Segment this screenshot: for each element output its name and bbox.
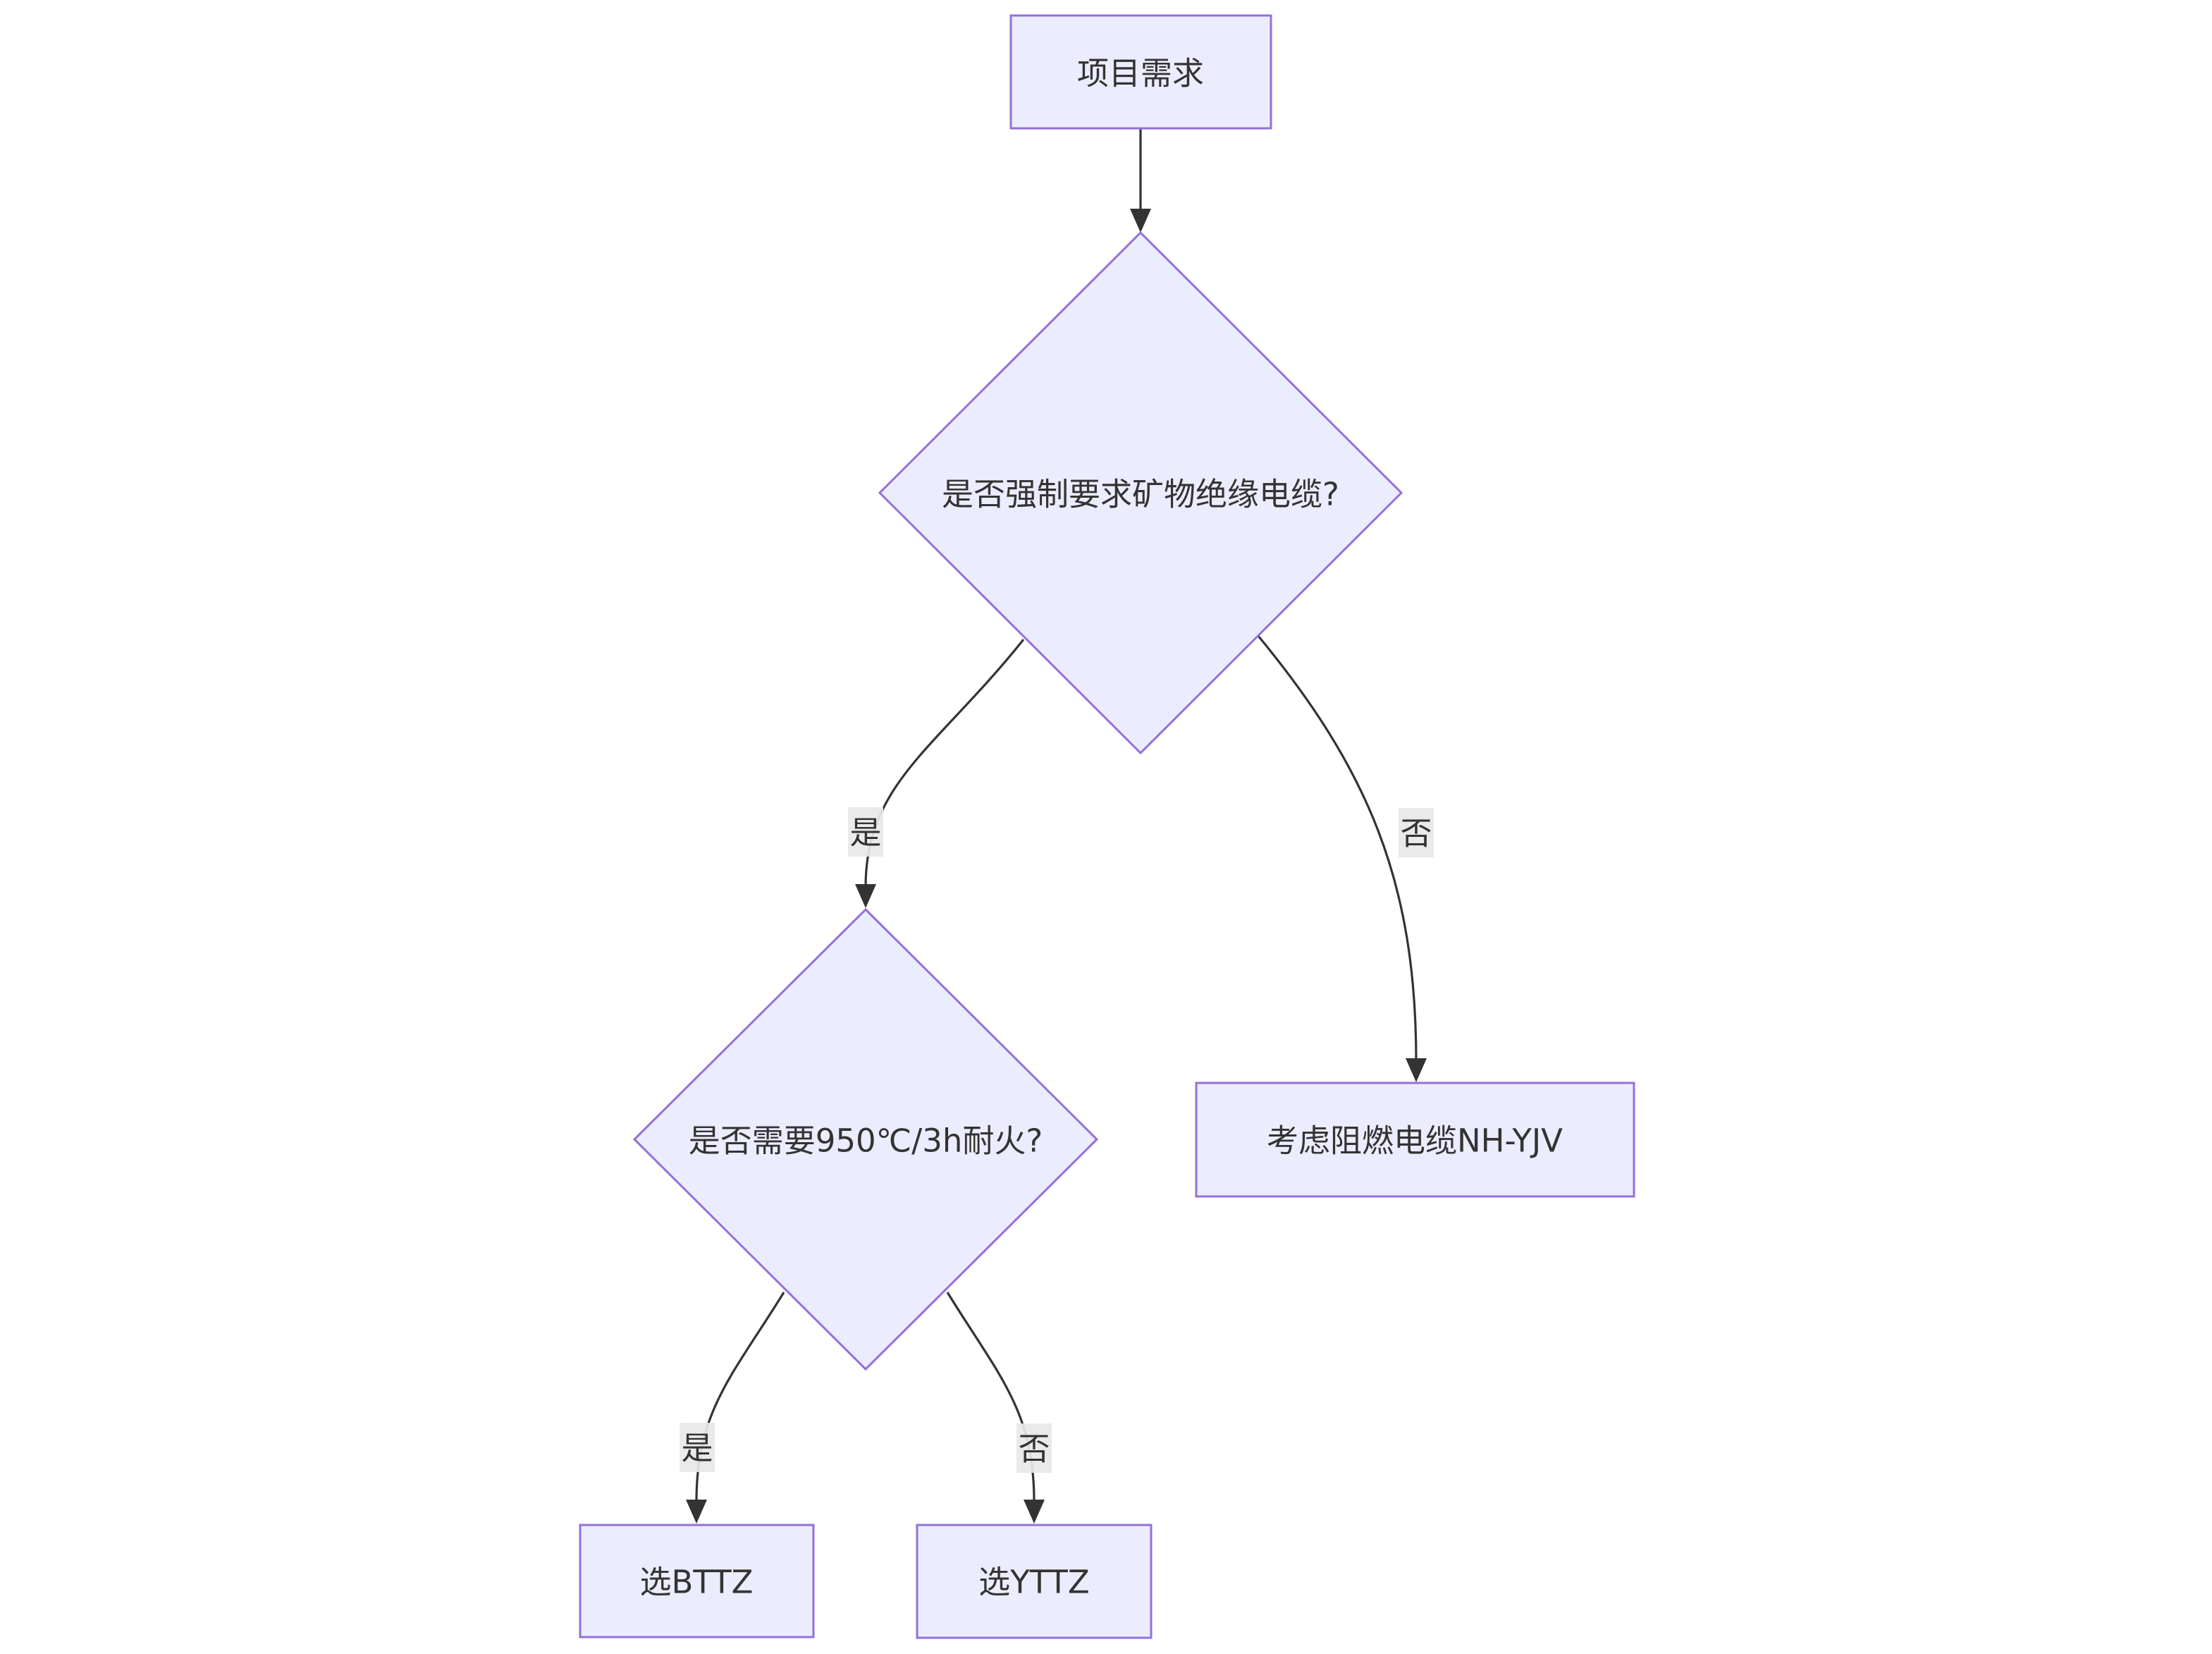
edge-label-background [1399, 808, 1434, 857]
node-result-yttz-label: 选YTTZ [978, 1564, 1090, 1601]
node-result-bttz-label: 选BTTZ [640, 1564, 754, 1601]
node-project-requirements-shape [1009, 14, 1272, 130]
edge-label-background [848, 807, 883, 857]
node-result-bttz: 选BTTZ [579, 1524, 815, 1638]
edge-label-decision-mineral-no: 否 [1399, 808, 1434, 857]
node-result-nh-yjv-label: 考虑阻燃电缆NH-YJV [1267, 1122, 1563, 1160]
node-project-requirements-label: 项目需求 [1077, 55, 1204, 92]
arrowhead-down-icon [855, 884, 876, 908]
edge-decision-fire-yes [686, 1292, 785, 1524]
node-result-yttz-shape [916, 1524, 1153, 1639]
edge-label-yes: 是 [849, 814, 881, 852]
edge-label-background [680, 1423, 715, 1472]
node-decision-mineral-cable-shape [878, 231, 1403, 755]
edge-decision-mineral-no [1257, 635, 1427, 1082]
node-result-bttz-shape [579, 1524, 815, 1638]
node-project-requirements: 项目需求 [1009, 14, 1272, 130]
edge-start-to-decision-mineral [1130, 128, 1151, 233]
edge-line [864, 639, 1025, 888]
arrowhead-down-icon [1130, 209, 1151, 233]
edge-label-no: 否 [1018, 1431, 1050, 1468]
node-decision-fire-rating-shape [632, 907, 1099, 1371]
arrowhead-down-icon [1024, 1500, 1045, 1524]
arrowhead-down-icon [686, 1500, 707, 1524]
edge-decision-fire-no [946, 1292, 1045, 1524]
node-decision-mineral-cable-label: 是否强制要求矿物绝缘电缆? [942, 476, 1339, 513]
edge-label-background [1016, 1423, 1052, 1473]
edge-decision-mineral-yes [855, 639, 1025, 908]
edge-label-yes: 是 [681, 1430, 713, 1467]
edge-label-no: 否 [1400, 815, 1432, 852]
node-result-nh-yjv: 考虑阻燃电缆NH-YJV [1195, 1082, 1635, 1198]
edge-label-decision-fire-no: 否 [1016, 1423, 1052, 1473]
node-decision-fire-rating: 是否需要950℃/3h耐火? [632, 907, 1099, 1371]
node-result-yttz: 选YTTZ [916, 1524, 1153, 1639]
node-decision-mineral-cable: 是否强制要求矿物绝缘电缆? [878, 231, 1403, 755]
edge-label-decision-mineral-yes: 是 [848, 807, 883, 857]
node-result-nh-yjv-shape [1195, 1082, 1635, 1198]
edge-line [1257, 635, 1418, 1062]
arrowhead-down-icon [1406, 1058, 1427, 1082]
node-decision-fire-rating-label: 是否需要950℃/3h耐火? [689, 1122, 1043, 1160]
edge-label-decision-fire-yes: 是 [680, 1423, 715, 1472]
